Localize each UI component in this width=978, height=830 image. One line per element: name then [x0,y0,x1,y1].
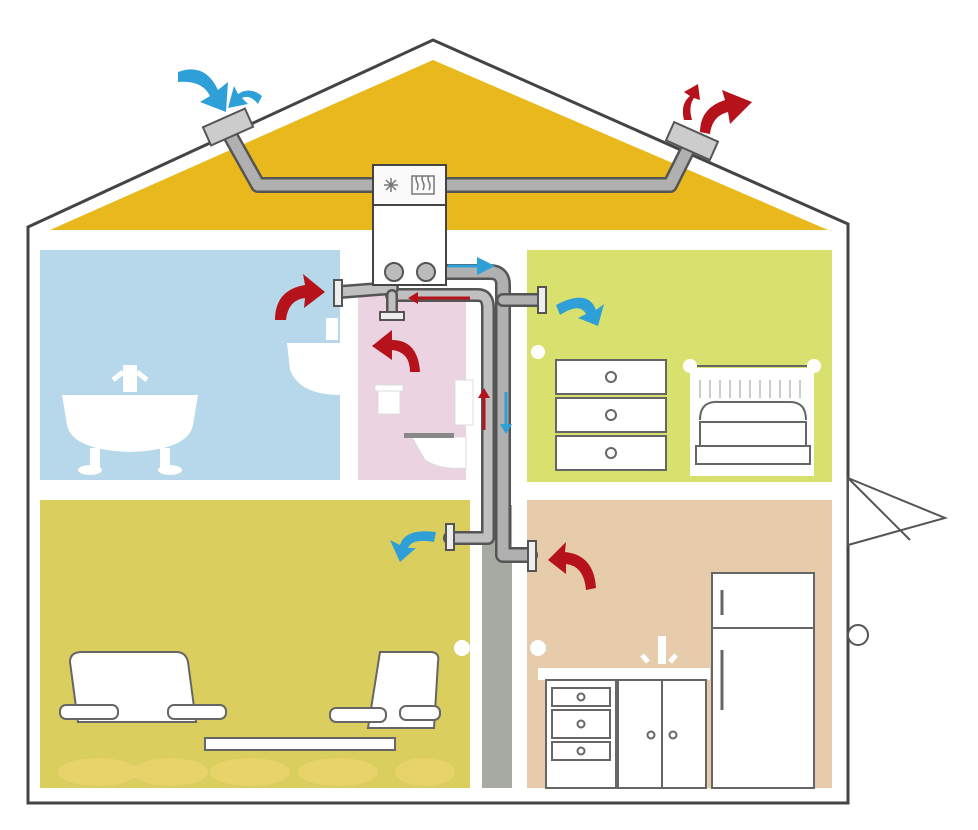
stale-air-extract-arrow-kitchen [548,542,596,590]
heat-recovery-unit [372,164,447,286]
floor-rug [58,758,455,786]
kitchen-tap [640,636,678,664]
door-knob-outside [847,624,869,646]
vent-terminals [333,279,547,572]
roof-vent-intake [201,107,255,147]
fresh-air-intake-arrow [178,69,262,112]
armchair-left [59,651,227,723]
fresh-air-supply-arrow-bedroom [556,297,604,326]
duct-flow-indicators [408,257,512,434]
toilet-fixture [374,379,474,469]
coffee-table [204,737,396,751]
stale-air-extract-arrow-bathroom [275,274,325,320]
heat-icon [411,175,435,195]
bed [683,359,821,476]
attic-ducts [218,120,698,193]
window-open [847,476,949,547]
stale-air-extract-arrow-toilet [372,330,420,372]
exhaust-air-outlet-arrow [682,84,752,134]
chest-of-drawers [555,359,667,471]
fridge [711,572,815,789]
roof-vent-exhaust [664,120,720,162]
sink [287,318,340,395]
fan-icon [384,178,398,192]
bathtub [62,365,198,475]
armchair-right [329,651,441,729]
wall-lights [454,345,546,656]
kitchen-counter [538,668,710,789]
fresh-air-supply-arrow-living [390,531,436,562]
